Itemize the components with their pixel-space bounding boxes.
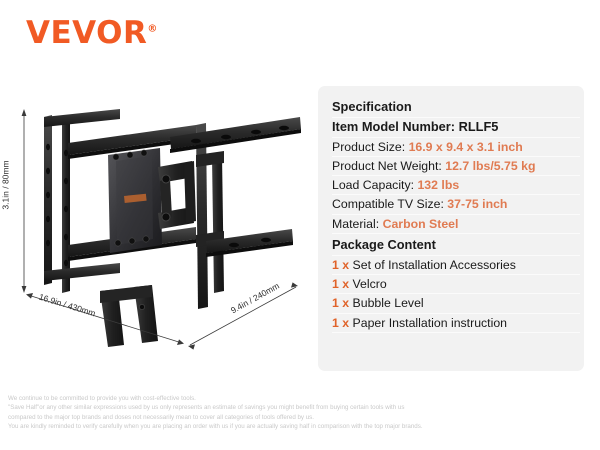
- specification-title: Specification: [332, 98, 580, 118]
- package-content-title: Package Content: [332, 234, 580, 256]
- package-item-bubble-level: 1 x Bubble Level: [332, 294, 580, 314]
- spec-value: 16.9 x 9.4 x 3.1 inch: [408, 139, 523, 154]
- spec-label: Product Net Weight:: [332, 158, 442, 173]
- product-image: 3.1in / 80mm 16.9in / 430mm 9.4in / 240m…: [0, 95, 320, 365]
- spec-label: Load Capacity:: [332, 178, 415, 193]
- spec-value: Carbon Steel: [382, 216, 459, 231]
- package-item-name: Set of Installation Accessories: [352, 257, 516, 272]
- package-item-qty: 1 x: [332, 257, 350, 272]
- spec-row-compatible-tv-size: Compatible TV Size: 37-75 inch: [332, 195, 580, 215]
- disclaimer-line-1: We continue to be committed to provide y…: [8, 395, 196, 402]
- tv-wall-mount-drawing: [21, 109, 301, 350]
- spec-value: 12.7 lbs/5.75 kg: [445, 158, 536, 173]
- disclaimer-line-2: "Save Half"or any other similar expressi…: [8, 404, 405, 412]
- spec-label: Product Size:: [332, 139, 406, 154]
- package-item-qty: 1 x: [332, 315, 350, 330]
- spec-row-load-capacity: Load Capacity: 132 lbs: [332, 176, 580, 196]
- vevor-logo: VEVOR®: [26, 18, 158, 49]
- specification-panel: Specification Item Model Number: RLLF5 P…: [318, 86, 584, 371]
- package-item-name: Bubble Level: [352, 296, 424, 311]
- registered-trademark-icon: ®: [147, 23, 158, 35]
- package-item-qty: 1 x: [332, 296, 350, 311]
- package-item-velcro: 1 x Velcro: [332, 275, 580, 295]
- spec-row-material: Material: Carbon Steel: [332, 215, 580, 235]
- package-item-accessories: 1 x Set of Installation Accessories: [332, 256, 580, 276]
- spec-value: 132 lbs: [417, 178, 460, 193]
- package-item-name: Paper Installation instruction: [352, 315, 508, 330]
- brand-name: VEVOR: [26, 15, 148, 51]
- model-number-row: Item Model Number: RLLF5: [332, 118, 580, 138]
- spec-value: 37-75 inch: [447, 197, 508, 212]
- spec-label: Material:: [332, 216, 380, 231]
- model-number-label: Item Model Number:: [332, 118, 456, 134]
- package-item-instruction: 1 x Paper Installation instruction: [332, 314, 580, 334]
- spec-row-product-size: Product Size: 16.9 x 9.4 x 3.1 inch: [332, 138, 580, 157]
- dimension-height-label: 3.1in / 80mm: [0, 160, 11, 210]
- spec-label: Compatible TV Size:: [332, 197, 444, 212]
- package-item-qty: 1 x: [332, 277, 350, 292]
- disclaimer-line-3: compared to the major top brands and dos…: [8, 413, 314, 421]
- disclaimer-text: We continue to be committed to provide y…: [8, 394, 594, 432]
- model-number-value: RLLF5: [458, 118, 499, 134]
- disclaimer-line-4: You are kindly reminded to verify carefu…: [8, 423, 423, 431]
- package-item-name: Velcro: [352, 277, 387, 292]
- spec-row-net-weight: Product Net Weight: 12.7 lbs/5.75 kg: [332, 157, 580, 177]
